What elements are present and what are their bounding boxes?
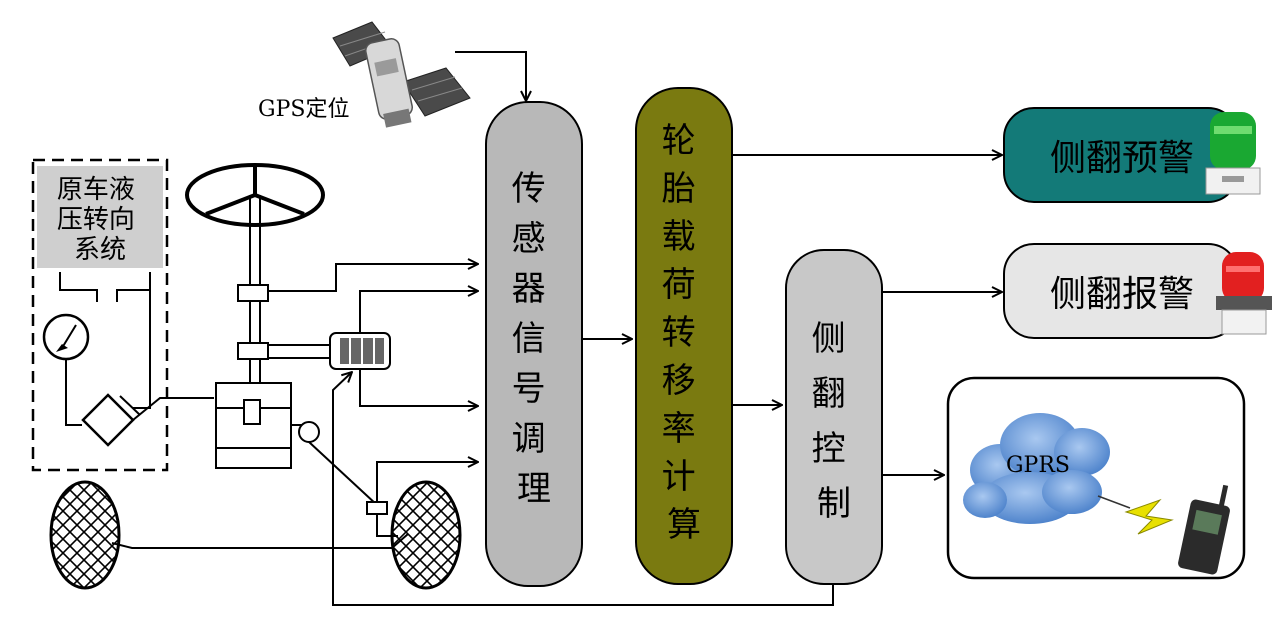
sensor-mount-upper bbox=[237, 284, 269, 302]
hydraulic-steering-boundary bbox=[31, 158, 169, 472]
wheel-sensor bbox=[366, 501, 388, 515]
steering-gear-box bbox=[215, 382, 292, 469]
cloud-icon bbox=[963, 413, 1110, 524]
control-feedback-line bbox=[332, 372, 834, 606]
svg-text:侧 翻 控 制: 侧 翻 控 制 bbox=[812, 319, 857, 524]
satellite-icon bbox=[332, 21, 471, 128]
valve-to-cylinder-line bbox=[132, 397, 214, 421]
sensor-conditioning-block: 传 感 器 信 号 调 理 bbox=[485, 101, 583, 587]
rollover-warning-box: 侧翻预警 bbox=[1003, 107, 1239, 203]
sensor-input-lines bbox=[268, 264, 478, 502]
rollover-control-block: 侧 翻 控 制 bbox=[785, 249, 883, 585]
gprs-label: GPRS bbox=[1006, 453, 1070, 478]
pressure-gauge-icon bbox=[42, 313, 90, 361]
sensor-mount-lower bbox=[237, 342, 269, 360]
mobile-phone-icon bbox=[1178, 484, 1230, 575]
axle bbox=[111, 533, 409, 549]
tie-rod bbox=[308, 441, 378, 506]
pivot-joint bbox=[298, 421, 320, 443]
gps-label: GPS定位 bbox=[258, 97, 349, 122]
load-transfer-block: 轮 胎 载 荷 转 移 率 计 算 bbox=[635, 87, 733, 585]
steering-wheel-icon bbox=[185, 163, 325, 227]
column-shaft-end bbox=[243, 399, 261, 425]
hydraulic-lines bbox=[59, 272, 151, 426]
wheel-icon bbox=[49, 480, 462, 590]
steering-system-label-bg bbox=[37, 166, 163, 268]
network-line bbox=[1097, 495, 1131, 509]
green-beacon-icon bbox=[1205, 112, 1261, 195]
rollover-alarm-label: 侧翻报警 bbox=[1050, 274, 1194, 315]
steering-motor-icon bbox=[329, 332, 391, 370]
svg-text:轮 胎 载 荷: 轮 胎 载 荷 转 移 率 计 算 bbox=[662, 121, 707, 545]
right-wheel bbox=[390, 480, 462, 590]
rollover-warning-label: 侧翻预警 bbox=[1050, 138, 1194, 179]
steering-system-label: 原车液 压转向 系统 bbox=[57, 175, 143, 265]
gps-arrow bbox=[455, 51, 526, 101]
lightning-icon bbox=[1124, 498, 1174, 535]
motor-shaft bbox=[268, 344, 333, 359]
left-wheel bbox=[49, 480, 121, 590]
red-beacon-icon bbox=[1216, 252, 1272, 335]
svg-text:传 感 器 信: 传 感 器 信 号 调 理 bbox=[512, 169, 557, 509]
valve-icon bbox=[81, 393, 141, 447]
rollover-alarm-box: 侧翻报警 bbox=[1003, 243, 1239, 339]
